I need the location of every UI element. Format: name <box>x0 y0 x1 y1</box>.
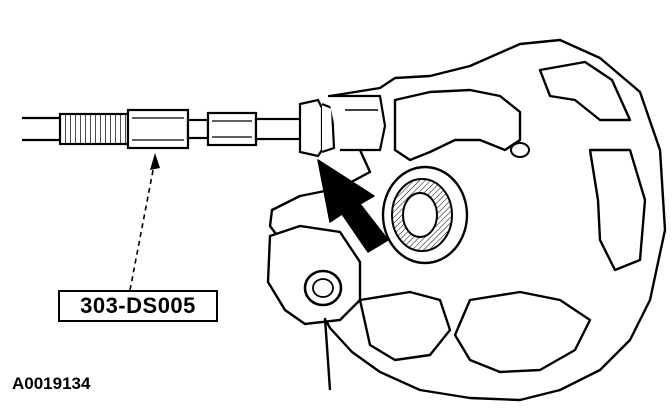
ball-joint-boss <box>266 224 362 391</box>
special-tool <box>22 94 387 158</box>
tool-number-label: 303-DS005 <box>58 290 218 322</box>
installation-arrow <box>317 159 389 253</box>
figure-id: A0019134 <box>12 374 91 393</box>
leader-arrowhead <box>150 153 160 170</box>
bearing-bore <box>381 142 530 265</box>
leader-line <box>129 159 156 291</box>
